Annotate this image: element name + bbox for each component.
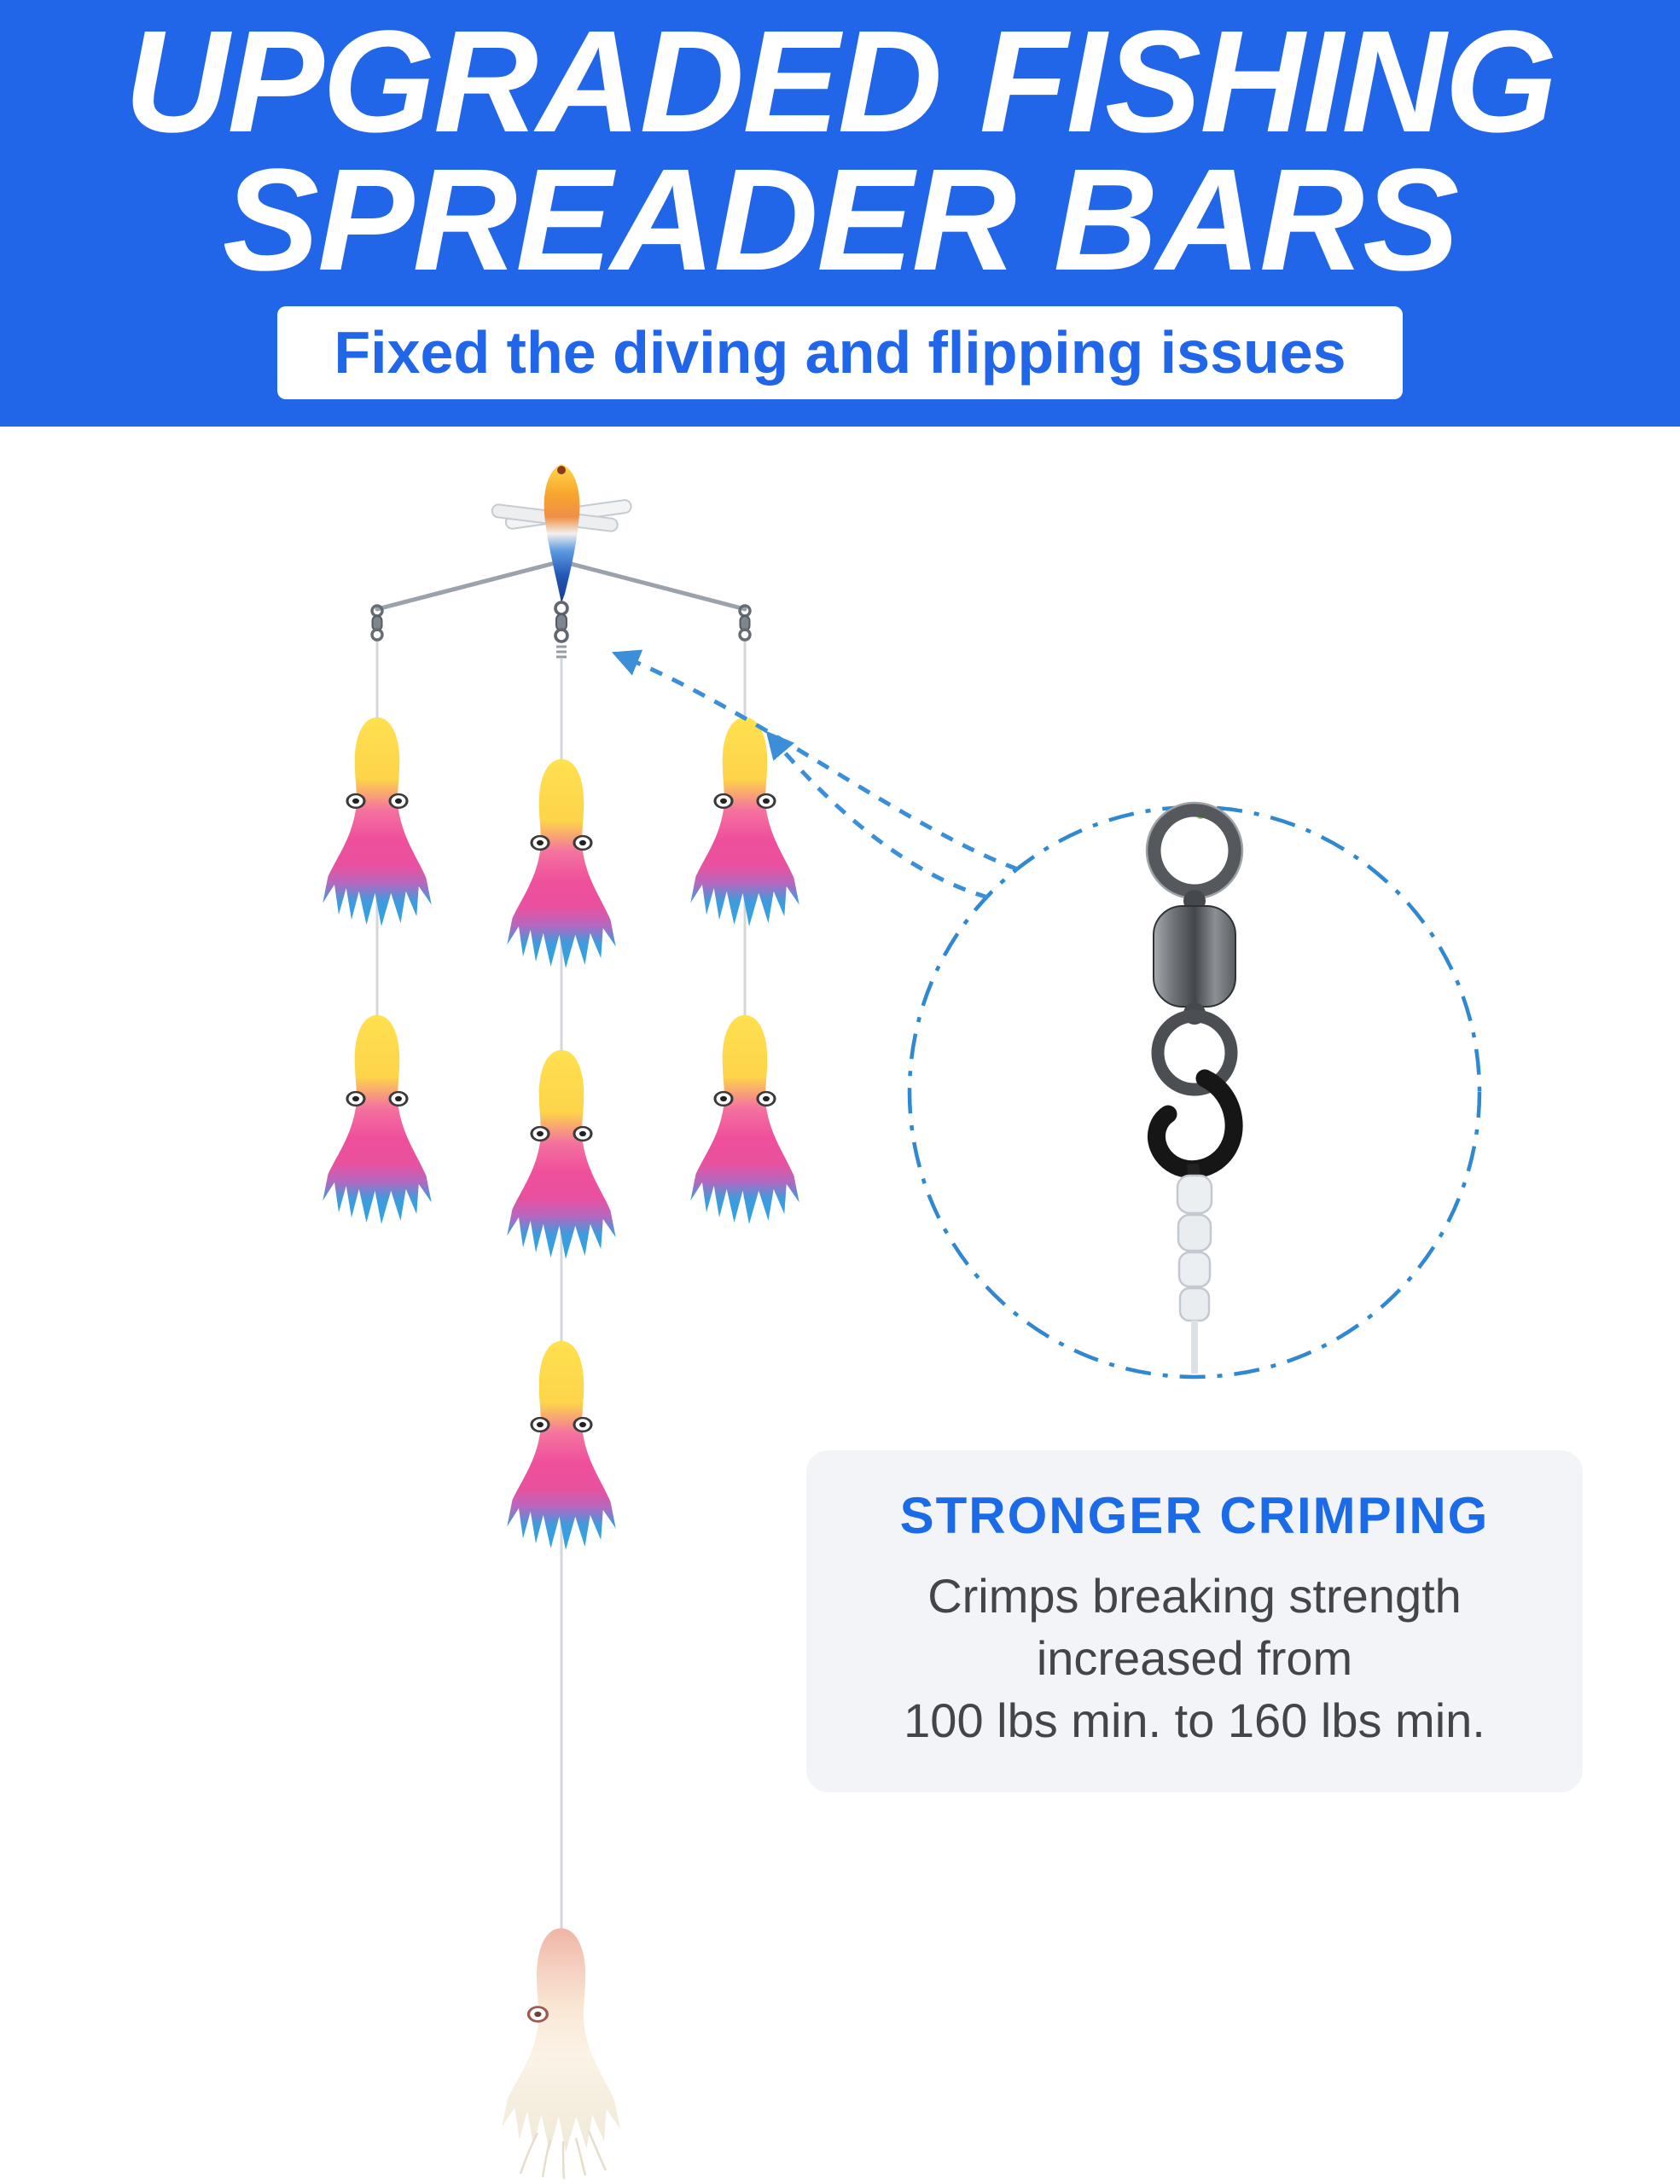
bottom-ring <box>1151 1009 1238 1096</box>
callout-heading: STRONGER CRIMPING <box>899 1487 1490 1544</box>
spreader-bar <box>375 559 747 612</box>
squid-lure <box>507 1050 616 1259</box>
callout-arrows <box>611 649 1019 900</box>
crimp-sleeve <box>1176 1174 1213 1322</box>
squid-lure <box>323 717 432 926</box>
subtitle-text: Fixed the diving and flipping issues <box>334 319 1346 386</box>
center-swivel <box>554 601 569 659</box>
swivel-closeup <box>1145 801 1244 1374</box>
page-title: UPGRADED FISHING SPREADER BARS <box>0 0 1680 301</box>
header-banner: UPGRADED FISHING SPREADER BARS Fixed the… <box>0 0 1680 427</box>
swivel-barrel <box>1153 905 1236 1008</box>
squid-lure <box>690 717 799 926</box>
white-squid-tassels <box>519 2130 607 2180</box>
white-trailer-squid <box>502 1928 620 2152</box>
bird-body <box>544 464 580 603</box>
subtitle-badge: Fixed the diving and flipping issues <box>277 306 1403 399</box>
callout-body: Crimps breaking strength increased from … <box>827 1565 1562 1751</box>
squid-lure <box>507 759 616 968</box>
squid-lures <box>323 717 799 2180</box>
title-line-1: UPGRADED FISHING <box>124 1 1558 163</box>
callout-panel: STRONGER CRIMPING Crimps breaking streng… <box>806 1450 1583 1793</box>
callout-line-2: increased from <box>1036 1630 1353 1685</box>
closeup-inset <box>907 801 1482 1380</box>
callout-line-1: Crimps breaking strength <box>927 1569 1462 1623</box>
bird-nose-tip <box>557 466 566 474</box>
squid-lure <box>690 1015 799 1224</box>
title-line-2: SPREADER BARS <box>222 138 1460 301</box>
bird-teaser <box>491 464 632 603</box>
rig-illustration <box>0 464 1482 2180</box>
squid-lure <box>323 1015 432 1224</box>
arrow-to-center-swivel <box>611 649 1019 872</box>
callout-line-3: 100 lbs min. to 160 lbs min. <box>904 1693 1485 1747</box>
arrow-to-right-swivel <box>765 730 989 900</box>
squid-lure <box>507 1341 616 1550</box>
